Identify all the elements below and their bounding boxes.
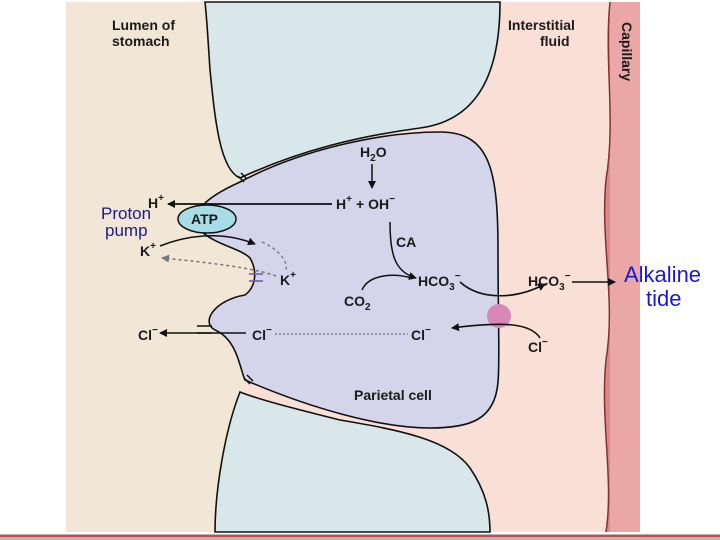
alkaline-tide-label-2: tide: [646, 286, 681, 311]
alkaline-tide-label-1: Alkaline: [624, 262, 701, 287]
cl-uptake-arrow: [451, 323, 541, 339]
proton-pump-label-1: Proton: [101, 204, 151, 223]
hco3-cell-label: HCO3−: [418, 271, 461, 293]
k-plus-recycle-arrow: [161, 254, 277, 277]
lower-neighbor-cell: [214, 390, 491, 533]
cl-cell-left-label: Cl−: [252, 325, 272, 343]
proton-pump-label-2: pump: [105, 221, 148, 240]
parietal-cell-label: Parietal cell: [354, 387, 432, 403]
h-plus-oh-label: H++OH−: [336, 194, 395, 212]
tight-junction-upper: [237, 172, 248, 183]
cl-lumen-label: Cl−: [138, 325, 158, 343]
tight-junction-lower: [243, 374, 254, 385]
capillary: [610, 2, 640, 532]
atp-label: ATP: [191, 211, 218, 227]
upper-neighbor-cell: [204, 1, 501, 179]
atp-proton-pump: [177, 204, 237, 234]
h2o-label: H2O: [360, 144, 387, 164]
interstitial-label-2: fluid: [540, 33, 570, 49]
interstitial-label-1: Interstitial: [508, 17, 575, 33]
hco3-efflux-arrow: [459, 281, 546, 297]
cl-cell-right-label: Cl−: [411, 325, 431, 343]
k-plus-return-arrow: [261, 241, 287, 271]
lumen-label-2: stomach: [112, 33, 170, 49]
k-plus-uptake-arrow: [159, 235, 256, 247]
hco3-interstitial-label: HCO3−: [528, 271, 571, 293]
k-plus-cell: K+: [280, 270, 296, 288]
cl-hco3-exchanger: [487, 304, 511, 328]
co2-to-hco3-arrow: [361, 274, 413, 291]
carbonic-anhydrase-label: CA: [396, 234, 416, 250]
lumen-label-1: Lumen of: [112, 17, 175, 33]
oh-to-hco3-arrow: [389, 221, 417, 280]
cl-interstitial-label: Cl−: [528, 337, 548, 355]
k-plus-lumen: K+: [140, 241, 156, 259]
parietal-cell: [195, 131, 500, 429]
capillary-label: Capillary: [619, 22, 635, 81]
h-plus-lumen: H+: [148, 193, 164, 211]
co2-label: CO2: [344, 293, 371, 313]
